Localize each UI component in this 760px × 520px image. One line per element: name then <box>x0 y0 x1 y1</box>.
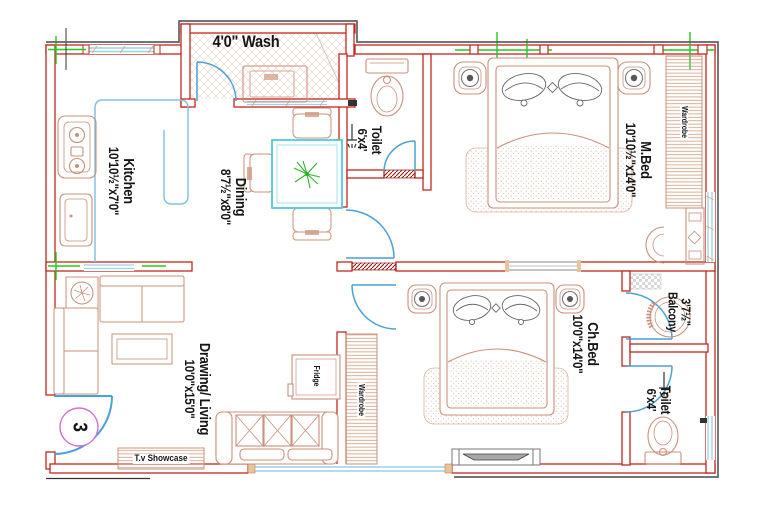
child-wardrobe-label: Wardrobe <box>356 382 367 418</box>
entry-door-tag <box>59 407 99 447</box>
kitchen-counter <box>94 99 189 262</box>
master-bed-room-name: M.Bed <box>637 141 655 179</box>
doors <box>53 61 673 455</box>
dining-room-label: Dining 8'7½"x8'0" <box>218 169 250 225</box>
master-bed-room-dims: 10'10½"x14'0" <box>623 122 639 198</box>
toilet-bottom-room-name: Toilet <box>658 385 674 415</box>
entry-door-number: 3 <box>68 422 91 432</box>
living-main-sofa <box>215 411 339 465</box>
windows <box>82 44 715 474</box>
toilet-bottom-commode <box>644 416 682 465</box>
outer-outline <box>46 20 719 480</box>
door-sills <box>351 169 416 271</box>
toilet-top-room-dims: 6'x4' <box>354 128 370 152</box>
balcony-tiles <box>628 273 662 290</box>
balcony-room-name: Balcony <box>665 291 679 333</box>
kitchen-room-name: Kitchen <box>120 158 138 204</box>
drawing-living-room-label: Drawing/ Living 10'0"x15'0" <box>182 342 214 436</box>
dining-room-name: Dining <box>232 177 250 217</box>
dining-room-dims: 8'7½"x8'0" <box>218 169 234 225</box>
balcony-tub <box>646 296 691 338</box>
child-bed-dresser <box>451 448 541 466</box>
fridge-label: Fridge <box>311 363 322 389</box>
master-dressing <box>645 207 705 265</box>
drawing-living-room-dims: 10'0"x15'0" <box>182 359 198 419</box>
child-bed-room-name: Ch.Bed <box>584 322 602 366</box>
dining-plant <box>293 160 321 189</box>
toilet-bottom-shower <box>659 372 707 423</box>
master-wardrobe-label: Wardrobe <box>679 104 690 140</box>
master-bed <box>453 57 651 213</box>
wash-room-name: 4'0" Wash <box>212 31 280 51</box>
child-bed <box>407 282 585 425</box>
living-sofa-set <box>53 275 185 395</box>
child-bed-room-dims: 10'0"x14'0" <box>570 314 586 374</box>
kitchen-sink <box>59 193 93 247</box>
toilet-top-room-label: Toilet 6'x4' <box>354 125 385 155</box>
master-bed-room-label: M.Bed 10'10½"x14'0" <box>623 122 655 198</box>
balcony-room-dims: 3'7½" <box>678 298 693 326</box>
balcony-room-label: 3'7½" Balcony <box>665 292 692 332</box>
kitchen-room-dims: 10'10½"x7'0" <box>106 146 122 216</box>
toilet-top-room-name: Toilet <box>369 125 385 155</box>
child-bed-room-label: Ch.Bed 10'0"x14'0" <box>570 314 602 374</box>
toilet-top-shower <box>347 100 357 148</box>
window-jambs <box>469 44 708 55</box>
wash-sink <box>242 65 308 103</box>
toilet-bottom-room-label: Toilet 6'x4' <box>643 385 674 415</box>
wash-room-label: 4'0" Wash <box>212 31 280 51</box>
toilet-bottom-room-dims: 6'x4' <box>643 388 659 412</box>
kitchen-stove <box>57 115 97 179</box>
toilet-top-commode <box>365 58 409 117</box>
drawing-living-room-name: Drawing/ Living <box>196 342 214 436</box>
dining-chairs <box>243 107 332 241</box>
tv-showcase-label: T.v Showcase <box>132 452 190 465</box>
kitchen-room-label: Kitchen 10'10½"x7'0" <box>106 146 138 216</box>
